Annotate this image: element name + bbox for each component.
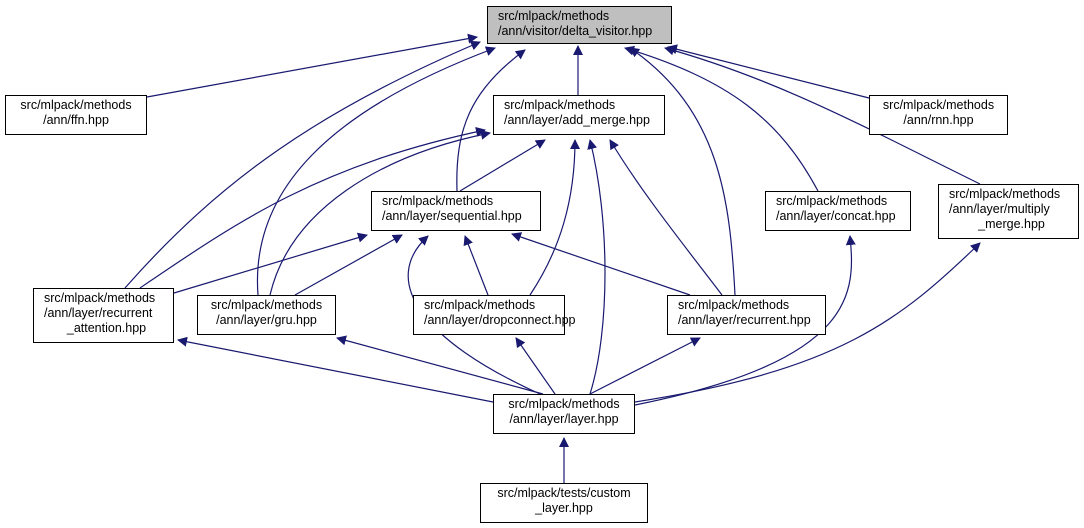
node-label-line: /ann/layer/gru.hpp — [216, 313, 317, 327]
edge-rnn-to-delta_visitor — [667, 44, 870, 99]
node-label-line: _attention.hpp — [66, 321, 147, 335]
edge-multiply_merge-to-delta_visitor — [664, 45, 981, 185]
node-label-line: src/mlpack/methods — [20, 98, 132, 112]
node-label-line: src/mlpack/methods — [382, 194, 494, 208]
edge-layer-to-recurrent_attention — [177, 336, 494, 403]
node-sequential[interactable]: src/mlpack/methods/ann/layer/sequential.… — [371, 191, 541, 231]
node-add-merge[interactable]: src/mlpack/methods/ann/layer/add_merge.h… — [493, 95, 665, 135]
node-label-line: /ann/layer/sequential.hpp — [382, 209, 522, 223]
node-recurrent-attention[interactable]: src/mlpack/methods/ann/layer/recurrent_a… — [33, 288, 174, 343]
edge-recurrent_attention-to-delta_visitor — [124, 40, 481, 289]
node-label-line: /ann/visitor/delta_visitor.hpp — [498, 24, 653, 38]
node-label-line: _layer.hpp — [535, 501, 593, 515]
edge-ffn-to-delta_visitor — [146, 33, 478, 98]
node-label-line: /ann/layer/dropconnect.hpp — [424, 313, 576, 327]
node-layer[interactable]: src/mlpack/methods/ann/layer/layer.hpp — [493, 394, 635, 434]
node-label-line: src/mlpack/methods — [424, 298, 536, 312]
node-label-line: src/mlpack/methods — [882, 98, 995, 112]
node-label-line: /ann/layer/recurrent — [44, 306, 153, 320]
edge-recurrent-to-sequential — [511, 232, 691, 296]
edge-layer-to-recurrent — [589, 337, 701, 395]
node-label-line: src/mlpack/methods — [776, 194, 888, 208]
node-custom-layer[interactable]: src/mlpack/tests/custom_layer.hpp — [480, 483, 648, 523]
node-delta-visitor[interactable]: src/mlpack/methods/ann/visitor/delta_vis… — [487, 6, 672, 44]
node-label-line: /ann/layer/multiply — [949, 202, 1050, 216]
edge-recurrent-to-add_merge — [609, 139, 723, 296]
edge-gru-to-add_merge — [269, 129, 491, 296]
edge-dropconnect-to-add_merge — [529, 139, 580, 296]
node-label-line: /ann/layer/layer.hpp — [509, 412, 619, 426]
edge-layer-to-multiply_merge — [634, 242, 981, 403]
edge-gru-to-sequential — [294, 234, 403, 296]
node-multiply-merge[interactable]: src/mlpack/methods/ann/layer/multiply_me… — [938, 184, 1079, 239]
edge-concat-to-delta_visitor — [624, 45, 819, 192]
node-label-line: /ann/ffn.hpp — [43, 113, 109, 127]
node-label-line: src/mlpack/methods — [210, 298, 323, 312]
edge-layer-to-concat — [634, 235, 856, 406]
edge-dropconnect-to-sequential — [463, 235, 489, 296]
edge-recurrent-to-delta_visitor — [629, 47, 736, 296]
node-label-line: src/mlpack/methods — [949, 187, 1061, 201]
node-recurrent[interactable]: src/mlpack/methods/ann/layer/recurrent.h… — [667, 295, 826, 335]
node-label-line: /ann/rnn.hpp — [903, 113, 974, 127]
node-label-line: /ann/layer/add_merge.hpp — [504, 113, 650, 127]
edge-sequential-to-add_merge — [459, 139, 546, 192]
node-label-line: src/mlpack/methods — [508, 397, 620, 411]
edge-layer-to-add_merge — [587, 139, 606, 395]
edge-recurrent_attention-to-sequential — [173, 232, 368, 294]
node-label-line: src/mlpack/methods — [44, 291, 156, 305]
node-label-line: /ann/layer/concat.hpp — [776, 209, 896, 223]
node-concat[interactable]: src/mlpack/methods/ann/layer/concat.hpp — [765, 191, 911, 231]
node-label-line: /ann/layer/recurrent.hpp — [678, 313, 811, 327]
node-label-line: src/mlpack/methods — [504, 98, 616, 112]
node-ffn[interactable]: src/mlpack/methods/ann/ffn.hpp — [5, 95, 147, 135]
edge-layer-to-gru — [336, 335, 544, 395]
edge-recurrent_attention-to-add_merge — [139, 126, 486, 289]
node-gru[interactable]: src/mlpack/methods/ann/layer/gru.hpp — [197, 295, 336, 335]
node-label-line: src/mlpack/methods — [678, 298, 790, 312]
edge-layer-to-dropconnect — [515, 337, 556, 395]
edge-gru-to-delta_visitor — [256, 46, 496, 296]
node-label-line: src/mlpack/methods — [498, 9, 610, 23]
node-label-line: src/mlpack/tests/custom — [497, 486, 631, 500]
node-rnn[interactable]: src/mlpack/methods/ann/rnn.hpp — [869, 95, 1008, 135]
edge-sequential-to-delta_visitor — [456, 49, 526, 192]
node-dropconnect[interactable]: src/mlpack/methods/ann/layer/dropconnect… — [413, 295, 576, 335]
node-label-line: _merge.hpp — [978, 217, 1045, 231]
